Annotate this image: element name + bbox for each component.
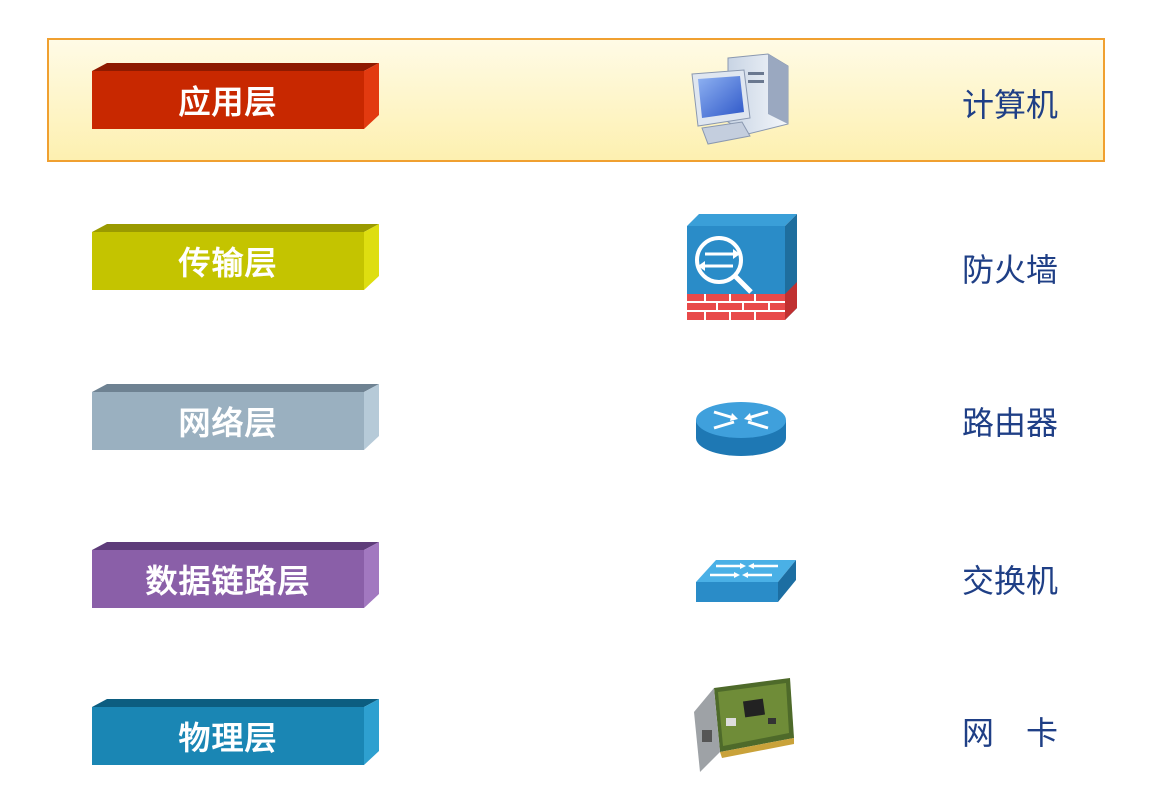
device-label-switch: 交换机 <box>961 562 1058 600</box>
switch-icon <box>694 558 798 604</box>
layer-bar-transport: 传输层 <box>92 224 379 290</box>
layer-label: 应用层 <box>178 83 278 121</box>
device-label-computer: 计算机 <box>961 86 1058 124</box>
layer-label: 数据链路层 <box>145 562 311 600</box>
network-card-icon <box>694 678 794 772</box>
computer-icon <box>688 52 793 148</box>
router-icon <box>694 400 788 460</box>
device-label-firewall: 防火墙 <box>961 251 1058 289</box>
device-label-router: 路由器 <box>961 404 1058 442</box>
layer-bar-application: 应用层 <box>92 63 379 129</box>
device-label-network-card: 网 卡 <box>961 714 1058 752</box>
firewall-icon <box>685 212 798 320</box>
layer-label: 传输层 <box>178 244 278 282</box>
layer-bar-physical: 物理层 <box>92 699 379 765</box>
layer-label: 物理层 <box>178 719 278 757</box>
layer-label: 网络层 <box>178 404 278 442</box>
layer-bar-network: 网络层 <box>92 384 379 450</box>
layer-bar-data-link: 数据链路层 <box>92 542 379 608</box>
